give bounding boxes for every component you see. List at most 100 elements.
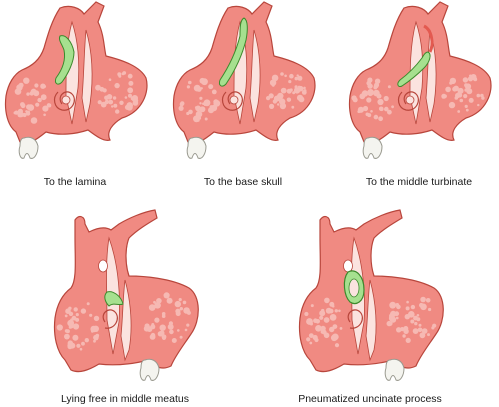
ethmoid-cells bbox=[410, 319, 415, 324]
ethmoid-cells bbox=[150, 332, 156, 338]
maxillary-cells bbox=[43, 113, 46, 117]
uncinate-process bbox=[104, 291, 124, 307]
ethmoid-cells bbox=[297, 85, 304, 92]
caption-free: Lying free in middle meatus bbox=[60, 393, 189, 405]
maxillary-cells bbox=[379, 107, 384, 111]
nasal-airway bbox=[120, 279, 132, 362]
maxillary-cells bbox=[18, 111, 24, 118]
maxillary-cells bbox=[366, 80, 372, 86]
ethmoid-cells bbox=[394, 311, 400, 317]
maxillary-cells bbox=[370, 110, 373, 113]
ethmoid-cells bbox=[428, 307, 432, 312]
ethmoid-cells bbox=[104, 95, 109, 101]
turbinate-lumen bbox=[405, 95, 415, 105]
maxillary-cells bbox=[70, 318, 73, 322]
ethmoid-cells bbox=[425, 298, 431, 303]
maxillary-cells bbox=[332, 324, 338, 329]
ethmoid-cells bbox=[108, 78, 112, 81]
tooth-icon bbox=[18, 136, 39, 159]
ethmoid-cells bbox=[441, 93, 447, 99]
maxillary-cells bbox=[376, 93, 382, 99]
inferior-turbinate bbox=[221, 91, 243, 111]
maxillary-cells bbox=[26, 92, 30, 96]
maxillary-cells bbox=[208, 84, 214, 90]
nasal-airway bbox=[365, 279, 377, 362]
maxillary-cells bbox=[357, 106, 364, 113]
ethmoid-cells bbox=[477, 103, 480, 107]
ethmoid-cells bbox=[280, 72, 284, 76]
maxillary-cells bbox=[334, 309, 338, 313]
maxillary-cells bbox=[213, 100, 221, 107]
uncinate-process bbox=[397, 51, 431, 87]
ethmoid-cells bbox=[419, 332, 426, 339]
ethmoid-cells bbox=[148, 304, 156, 311]
nasal-section-free bbox=[53, 209, 199, 381]
maxillary-cells bbox=[330, 334, 338, 342]
maxillary-cells bbox=[67, 319, 75, 327]
caption-middle-turbinate: To the middle turbinate bbox=[365, 176, 473, 188]
nasal-airway bbox=[81, 29, 93, 123]
ethmoid-cells bbox=[114, 82, 120, 89]
ethmoid-cells bbox=[421, 328, 428, 334]
maxillary-cells bbox=[352, 97, 358, 103]
turbinate-lumen bbox=[229, 95, 239, 105]
maxillary-cells bbox=[304, 311, 309, 317]
maxillary-cells bbox=[367, 89, 374, 96]
maxillary-cells bbox=[309, 341, 313, 345]
ethmoid-cells bbox=[277, 103, 280, 106]
ethmoid-cells bbox=[480, 93, 484, 98]
maxillary-cells bbox=[320, 330, 325, 334]
maxillary-cells bbox=[64, 314, 68, 318]
maxillary-cells bbox=[391, 105, 394, 109]
maxillary-cells bbox=[69, 342, 76, 349]
ethmoid-cells bbox=[183, 307, 190, 314]
maxillary-cells bbox=[178, 105, 184, 111]
ethmoid-cells bbox=[291, 105, 295, 109]
ethmoid-cells bbox=[127, 87, 134, 94]
caption-pneumatized: Pneumatized uncinate process bbox=[298, 393, 442, 405]
maxillary-cells bbox=[334, 343, 340, 348]
panel-lamina: To the lamina bbox=[0, 0, 150, 200]
nasal-section-middle-turbinate bbox=[348, 1, 492, 159]
maxillary-cells bbox=[37, 97, 42, 103]
maxillary-cells bbox=[76, 343, 81, 348]
maxillary-cells bbox=[197, 116, 202, 120]
ethmoid-cells bbox=[111, 105, 114, 108]
ethmoid-cells bbox=[417, 327, 423, 333]
ethmoid-cells bbox=[146, 326, 153, 332]
ethmoid-cells bbox=[463, 94, 468, 99]
maxillary-cells bbox=[65, 329, 70, 334]
ethmoid-cells bbox=[126, 102, 133, 109]
ethmoid-cells bbox=[403, 328, 409, 334]
maxillary-cells bbox=[188, 109, 193, 115]
maxillary-cells bbox=[373, 114, 379, 120]
ethmoid-cells bbox=[179, 335, 183, 339]
maxillary-cells bbox=[306, 337, 311, 342]
maxillary-cells bbox=[75, 313, 79, 317]
panel-pneumatized: Pneumatized uncinate process bbox=[290, 209, 450, 405]
nasal-airway bbox=[249, 29, 261, 123]
ethmoid-cells bbox=[457, 110, 461, 113]
maxillary-cells bbox=[323, 317, 330, 323]
maxillary-cells bbox=[377, 98, 384, 106]
ethmoid-cells bbox=[432, 323, 437, 328]
ethmoid-cells bbox=[119, 100, 124, 106]
maxillary-cells bbox=[208, 107, 214, 114]
maxillary-cells bbox=[26, 104, 32, 110]
maxillary-cells bbox=[73, 307, 78, 312]
ethmoid-cells bbox=[124, 96, 128, 99]
maxillary-cells bbox=[204, 117, 208, 121]
maxillary-cells bbox=[186, 85, 190, 89]
maxillary-cells bbox=[338, 309, 341, 313]
maxillary-cells bbox=[367, 113, 372, 118]
ethmoid-cells bbox=[420, 296, 426, 303]
ethmoid-cells bbox=[135, 99, 139, 103]
ethmoid-cells bbox=[445, 86, 451, 93]
nasal-section-pneumatized bbox=[298, 209, 444, 381]
ethmoid-cells bbox=[414, 321, 418, 326]
ethmoid-cells bbox=[408, 311, 415, 318]
maxillary-cells bbox=[319, 310, 326, 317]
ethmoid-cells bbox=[284, 74, 287, 78]
ethmoid-cells bbox=[272, 99, 278, 104]
ethmoid-bulla bbox=[98, 259, 108, 273]
